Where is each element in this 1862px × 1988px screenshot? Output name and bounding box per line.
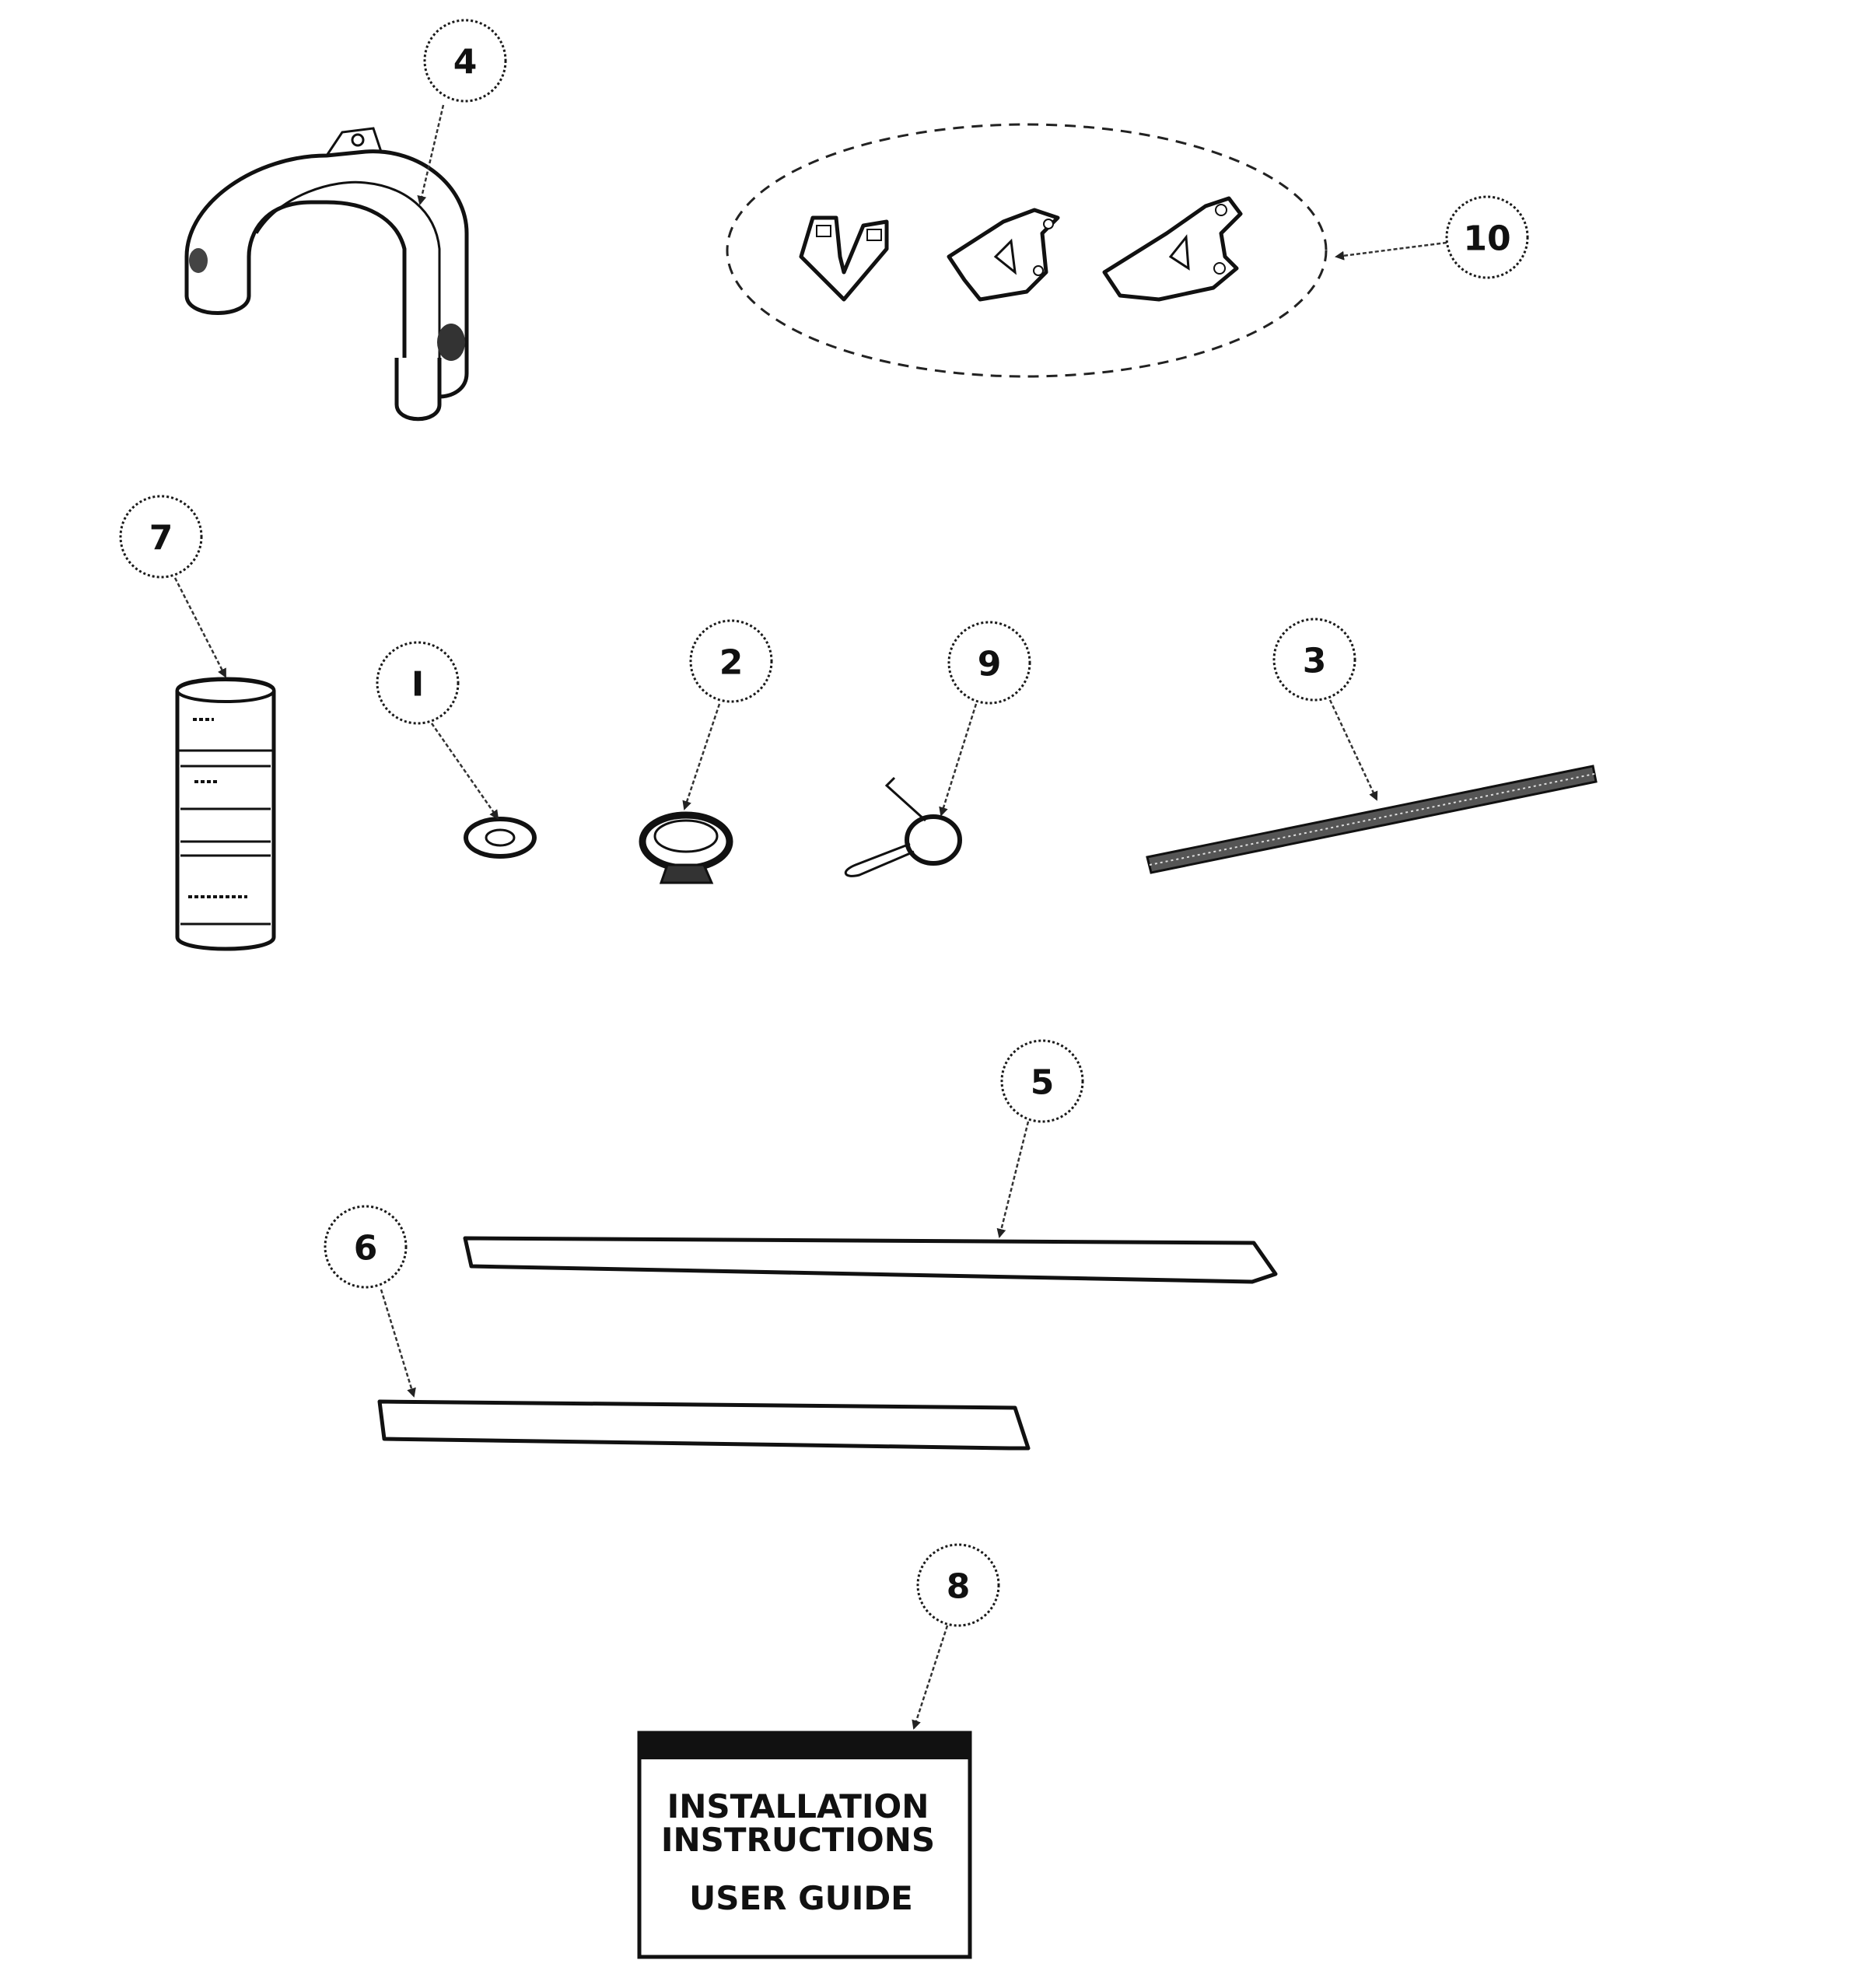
callout-4: 4: [417, 19, 507, 205]
callout-3-label: 3: [1303, 642, 1327, 681]
callout-5-label: 5: [1031, 1063, 1055, 1103]
part-4-bracket: [184, 127, 469, 422]
part-10-bracket-set: [726, 123, 1328, 378]
callout-7-label: 7: [149, 519, 173, 558]
part-1-washer: [464, 817, 537, 859]
part-3-threaded-rod: [1146, 765, 1598, 874]
part-5-strip: [463, 1236, 1278, 1284]
part-6-strip: [377, 1399, 1031, 1451]
callout-5: 5: [996, 1039, 1084, 1238]
guide-line-instructions: INSTRUCTIONS: [661, 1821, 935, 1859]
callout-1: I: [376, 641, 499, 820]
callout-2-label: 2: [719, 643, 744, 683]
callout-10-label: 10: [1463, 219, 1510, 259]
part-9-spring-clip: [845, 776, 962, 877]
guide-line-user-guide: USER GUIDE: [689, 1879, 913, 1917]
part-7-pipe-adapter: [175, 677, 276, 951]
callout-8: 8: [912, 1543, 1000, 1730]
callout-9-label: 9: [978, 645, 1002, 684]
callout-4-label: 4: [453, 43, 478, 82]
guide-line-installation: INSTALLATION: [667, 1787, 929, 1825]
callout-9: 9: [939, 621, 1031, 817]
callout-1-label: I: [411, 665, 424, 705]
part-8-user-guide-booklet: INSTALLATION INSTRUCTIONS USER GUIDE: [637, 1731, 972, 1959]
callout-8-label: 8: [947, 1567, 971, 1607]
part-2-hose-clamp: [639, 811, 733, 884]
callout-6-label: 6: [354, 1229, 378, 1269]
callout-2: 2: [682, 619, 773, 810]
callout-10: 10: [1335, 195, 1529, 279]
callout-7: 7: [119, 495, 227, 678]
callout-3: 3: [1272, 618, 1378, 801]
callout-6: 6: [324, 1205, 416, 1398]
